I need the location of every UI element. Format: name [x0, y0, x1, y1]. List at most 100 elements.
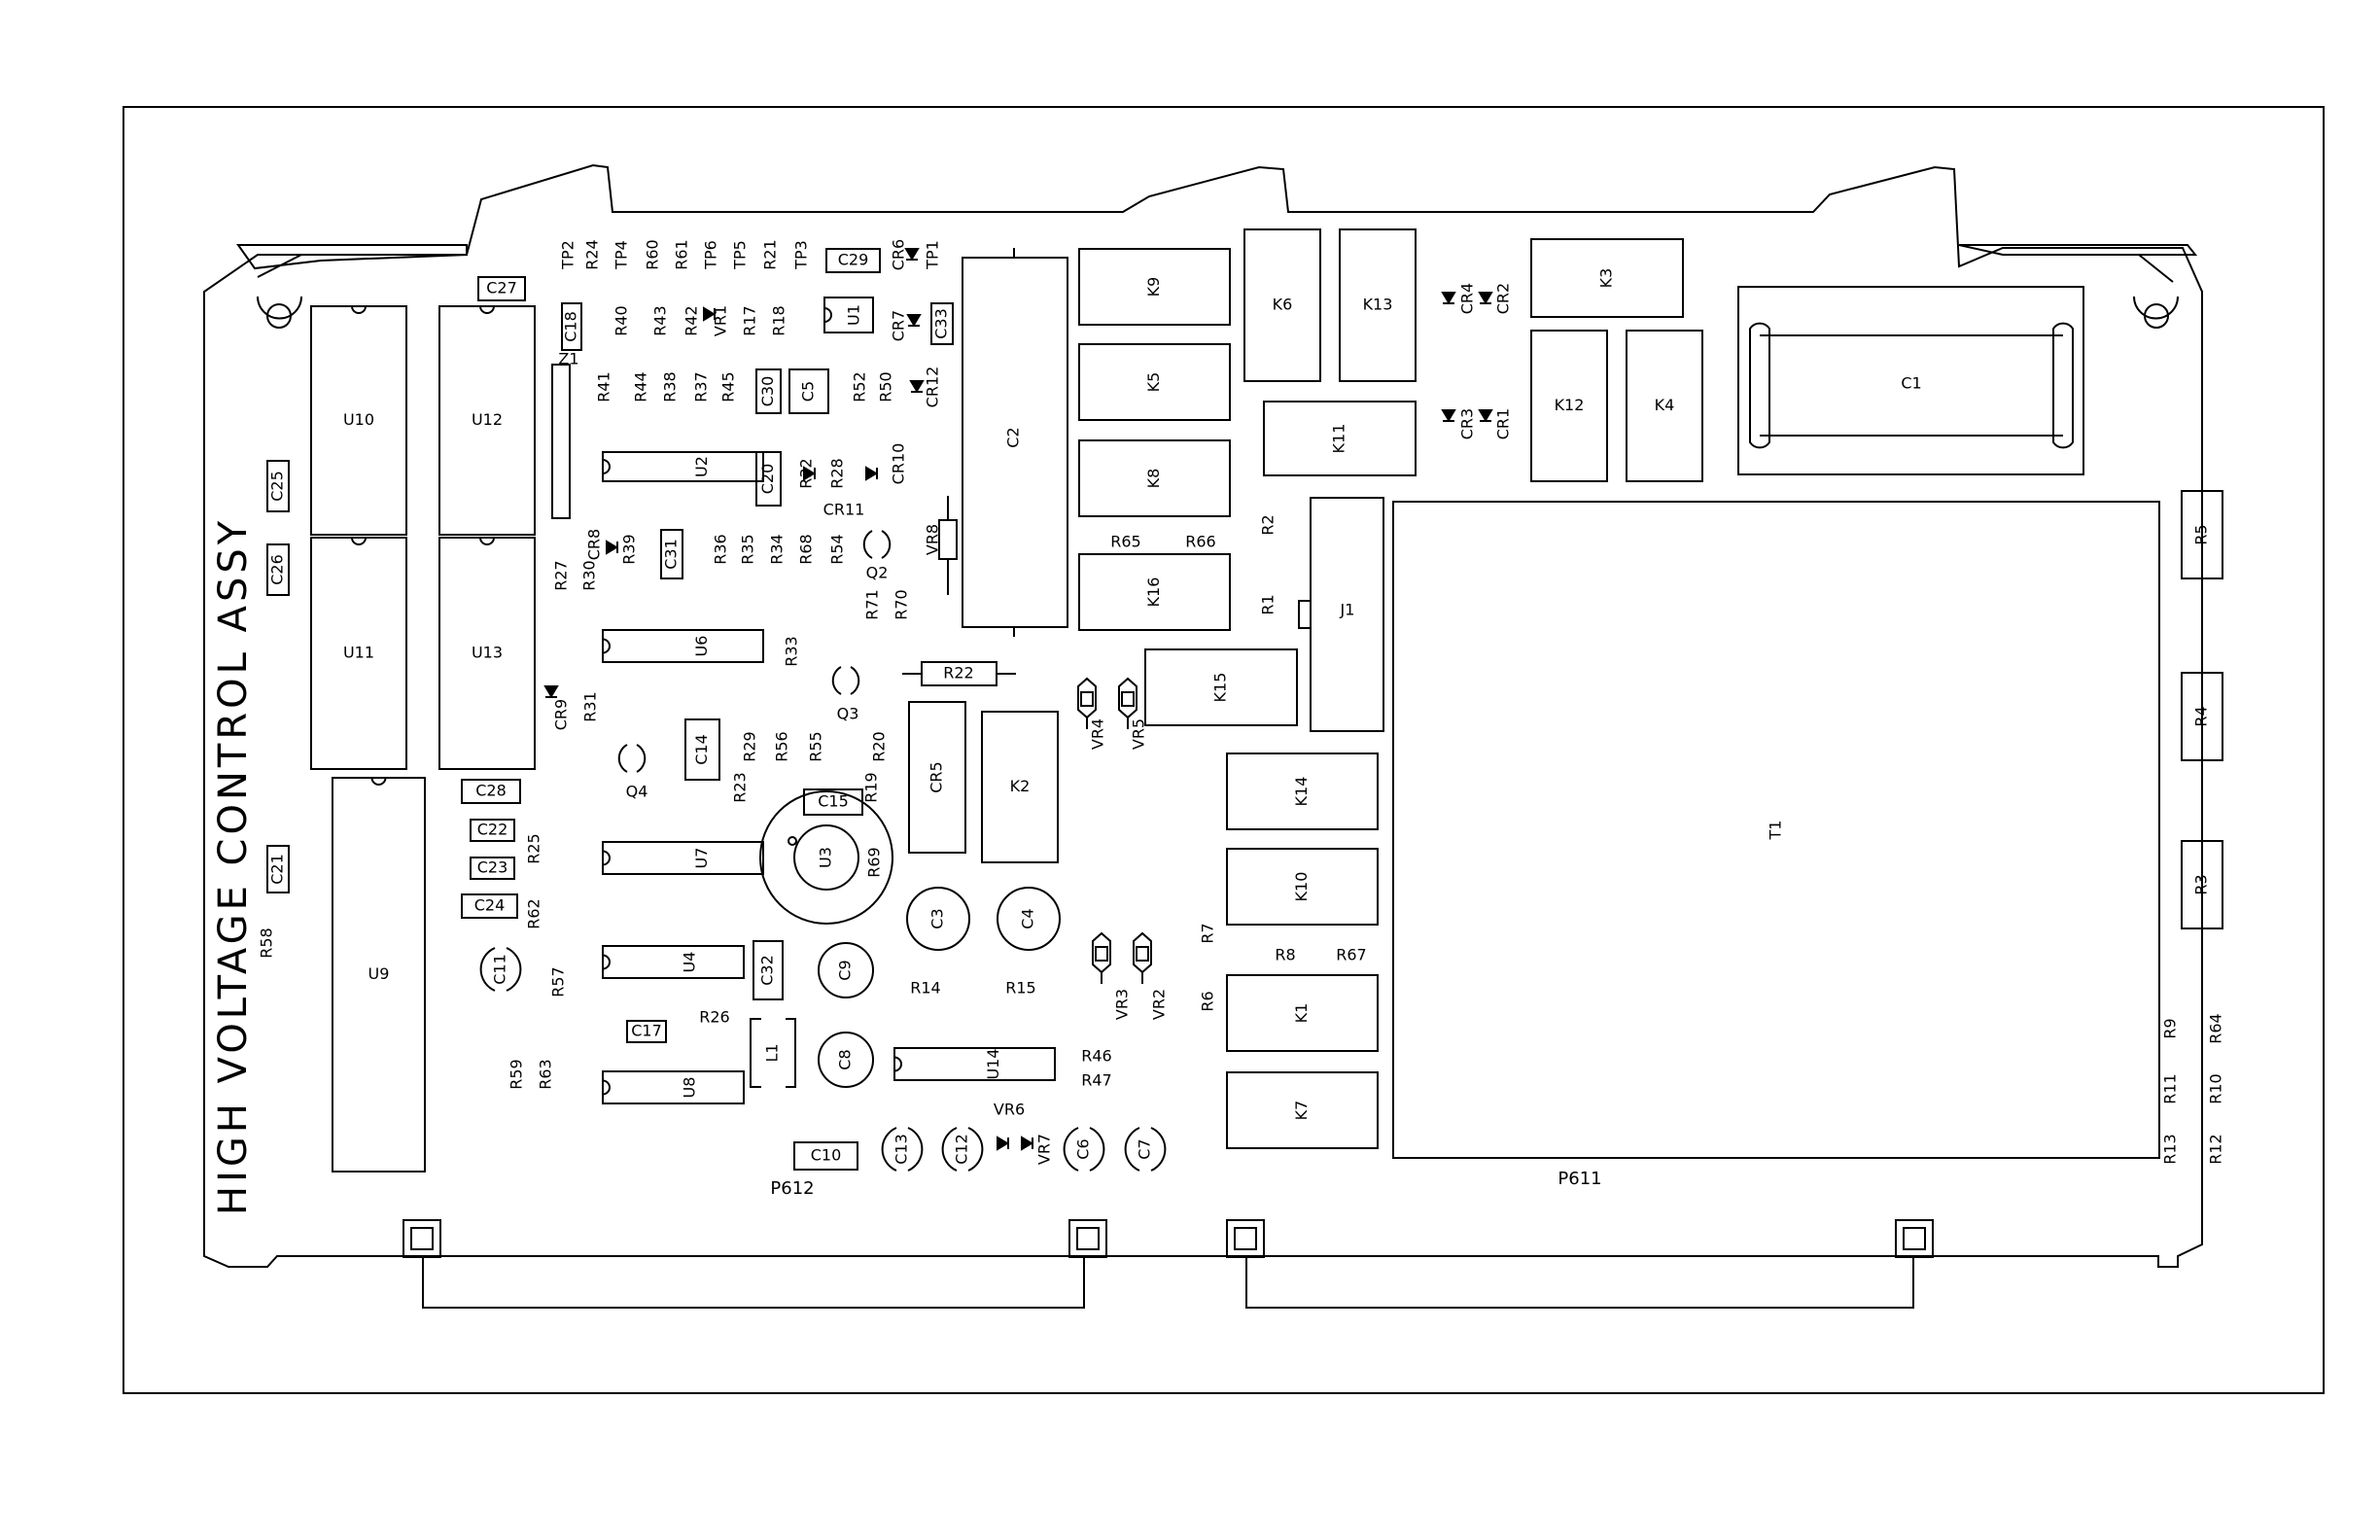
component-u4 [602, 945, 745, 979]
component-q3 [831, 666, 860, 695]
designator-r5: R5 [2192, 524, 2211, 544]
designator-r6: R6 [1199, 991, 1217, 1011]
designator-c11: C11 [491, 954, 509, 985]
designator-r35: R35 [739, 534, 757, 564]
designator-c12: C12 [953, 1134, 971, 1165]
designator-cr7: CR7 [890, 310, 908, 341]
designator-k6: K6 [1273, 296, 1293, 314]
designator-k16: K16 [1144, 578, 1163, 608]
component-u6 [602, 629, 764, 663]
component-c13 [881, 1127, 924, 1172]
designator-r10: R10 [2207, 1073, 2225, 1103]
designator-r45: R45 [719, 371, 738, 402]
designator-k13: K13 [1363, 296, 1393, 314]
designator-c3: C3 [928, 908, 947, 928]
designator-vr1: VR1 [712, 305, 730, 336]
designator-u1: U1 [845, 304, 863, 326]
component-q2 [862, 530, 892, 559]
designator-q3: Q3 [837, 705, 859, 723]
designator-u2: U2 [692, 456, 711, 477]
component-c6 [1063, 1127, 1105, 1172]
component-u8 [602, 1070, 745, 1104]
component-r22 [902, 661, 1016, 686]
component-c29 [825, 248, 881, 273]
designator-r68: R68 [797, 534, 816, 564]
designator-u12: U12 [472, 410, 503, 429]
component-c21 [266, 845, 290, 893]
diode-icon [803, 466, 816, 481]
designator-c9: C9 [836, 960, 855, 980]
designator-vr3: VR3 [1113, 989, 1132, 1020]
designator-r32: R32 [797, 458, 816, 488]
designator-u7: U7 [692, 848, 711, 869]
designator-vr2: VR2 [1150, 989, 1169, 1020]
component-k8 [1078, 439, 1231, 517]
designator-l1: L1 [763, 1043, 782, 1062]
component-c23 [470, 857, 515, 880]
designator-vr7: VR7 [1035, 1134, 1054, 1165]
designator-k8: K8 [1144, 469, 1163, 489]
diode-icon [606, 540, 618, 555]
designator-r23: R23 [731, 772, 750, 802]
diode-icon [1441, 409, 1456, 422]
component-cr5 [908, 701, 966, 854]
component-c28 [461, 779, 521, 804]
designator-c26: C26 [268, 554, 287, 585]
designator-r39: R39 [620, 534, 639, 564]
designator-k3: K3 [1597, 268, 1616, 289]
designator-t1: T1 [1767, 821, 1785, 841]
designator-r33: R33 [783, 636, 801, 666]
component-k9 [1078, 248, 1231, 326]
designator-r38: R38 [661, 371, 680, 402]
designator-r18: R18 [770, 305, 788, 335]
designator-r1: R1 [1259, 594, 1278, 614]
designator-r55: R55 [807, 731, 825, 761]
designator-cr11: CR11 [823, 501, 865, 519]
designator-r58: R58 [258, 928, 276, 958]
designator-r70: R70 [892, 589, 911, 619]
designator-cr4: CR4 [1458, 283, 1477, 314]
designator-z1: Z1 [558, 350, 578, 368]
designator-r44: R44 [632, 371, 650, 402]
designator-u4: U4 [680, 952, 698, 973]
designator-cr6: CR6 [890, 239, 908, 270]
designator-c29: C29 [838, 251, 869, 269]
mounting-ear-left [236, 244, 468, 270]
component-u11 [310, 537, 407, 770]
designator-u10: U10 [343, 410, 374, 429]
designator-r11: R11 [2161, 1073, 2180, 1103]
component-q4 [617, 744, 647, 773]
designator-u13: U13 [472, 644, 503, 662]
component-r3 [2181, 815, 2223, 955]
designator-r30: R30 [580, 560, 599, 590]
component-k2 [981, 711, 1059, 863]
component-k4 [1626, 330, 1703, 482]
designator-r31: R31 [581, 691, 600, 721]
designator-k10: K10 [1292, 872, 1311, 902]
drawing-frame [122, 106, 2325, 1394]
designator-r66: R66 [1185, 533, 1215, 551]
component-k11 [1263, 401, 1417, 476]
component-l1 [750, 1018, 796, 1088]
component-vr3 [1092, 931, 1111, 984]
designator-r56: R56 [773, 731, 791, 761]
designator-r3: R3 [2192, 874, 2211, 894]
component-c25 [266, 460, 290, 512]
designator-vr5: VR5 [1130, 718, 1148, 750]
designator-tp2: TP2 [559, 240, 578, 270]
component-k16 [1078, 553, 1231, 631]
designator-u3: U3 [817, 847, 835, 868]
component-c15 [803, 788, 863, 816]
component-c2 [962, 248, 1068, 637]
component-c8 [818, 1032, 874, 1088]
designator-cr9: CR9 [552, 699, 571, 730]
designator-tp3: TP3 [792, 240, 811, 270]
component-c1 [1737, 286, 2084, 475]
component-k3 [1530, 238, 1684, 318]
component-r5 [2181, 463, 2223, 605]
designator-k14: K14 [1292, 777, 1311, 807]
designator-k11: K11 [1330, 424, 1348, 454]
designator-r71: R71 [863, 589, 882, 619]
board-outline [203, 163, 2203, 1268]
component-u12 [438, 305, 536, 536]
